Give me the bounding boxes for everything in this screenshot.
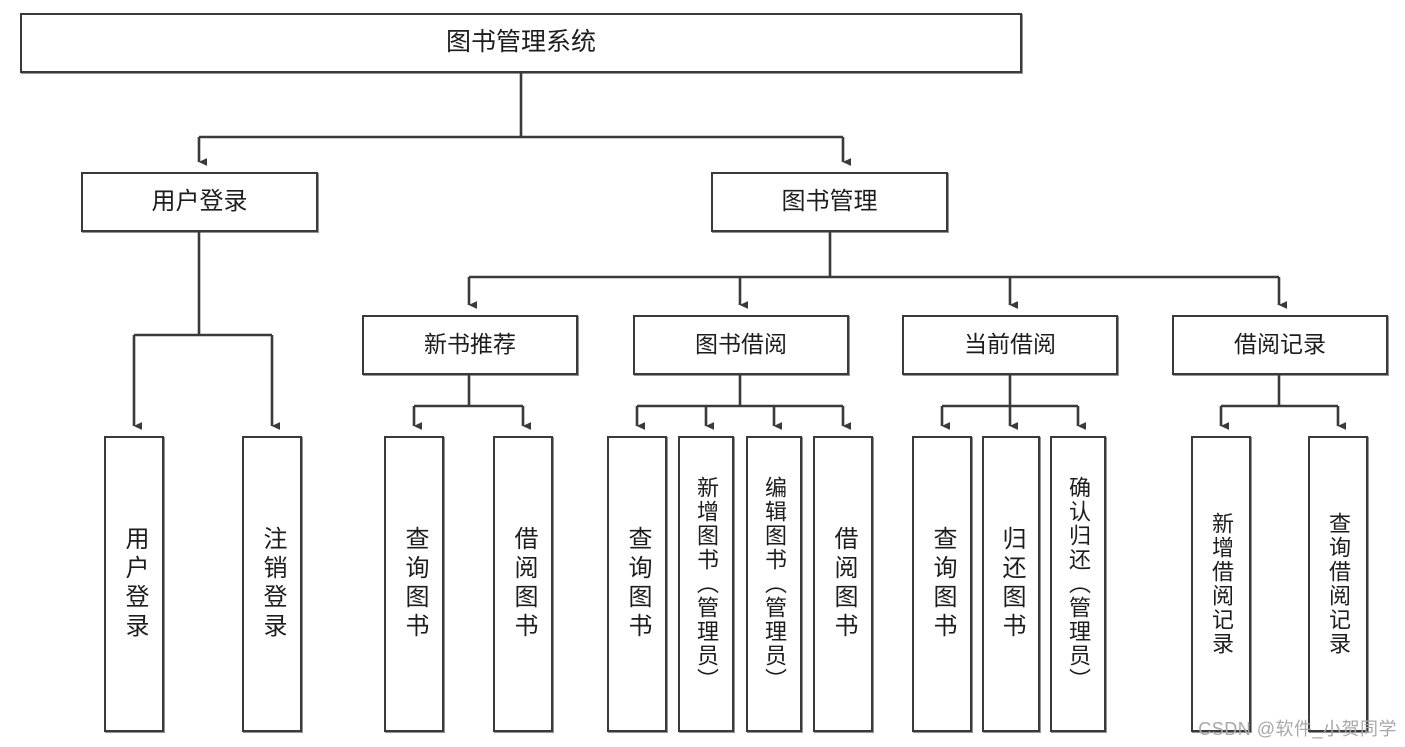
- edge-group-root: [197, 73, 852, 166]
- leaf-borrow-record-add-label: 新增借阅记录: [1209, 512, 1234, 656]
- leaf-current-borrow-query[interactable]: 查询图书: [912, 436, 972, 732]
- node-book-manage-label: 图书管理: [781, 187, 878, 215]
- leaf-new-book-borrow[interactable]: 借阅图书: [493, 436, 553, 732]
- leaf-book-borrow-add[interactable]: 新增图书（管理员）: [678, 436, 734, 732]
- node-book-manage[interactable]: 图书管理: [711, 172, 948, 232]
- node-current-borrow[interactable]: 当前借阅: [902, 315, 1118, 375]
- leaf-book-borrow-edit[interactable]: 编辑图书（管理员）: [746, 436, 802, 732]
- leaf-borrow-record-query[interactable]: 查询借阅记录: [1308, 436, 1368, 732]
- edge-group-current-borrow: [940, 375, 1087, 430]
- node-borrow-record[interactable]: 借阅记录: [1172, 315, 1388, 375]
- leaf-current-borrow-return-label: 归还图书: [998, 526, 1025, 642]
- node-borrow-record-label: 借阅记录: [1234, 331, 1326, 358]
- edge-group-borrow-record: [1219, 375, 1347, 430]
- leaf-user-login-signout-label: 注销登录: [259, 526, 286, 642]
- leaf-book-borrow-lend[interactable]: 借阅图书: [813, 436, 873, 732]
- leaf-borrow-record-add[interactable]: 新增借阅记录: [1191, 436, 1251, 732]
- node-user-login-label: 用户登录: [151, 187, 248, 215]
- leaf-new-book-borrow-label: 借阅图书: [510, 526, 537, 642]
- leaf-book-borrow-query[interactable]: 查询图书: [607, 436, 667, 732]
- leaf-new-book-query-label: 查询图书: [401, 526, 428, 642]
- node-root-system[interactable]: 图书管理系统: [20, 13, 1022, 73]
- edge-group-new-book: [412, 375, 532, 430]
- node-current-borrow-label: 当前借阅: [964, 331, 1056, 358]
- leaf-borrow-record-query-label: 查询借阅记录: [1326, 512, 1351, 656]
- node-new-book-recommend-label: 新书推荐: [424, 331, 516, 358]
- leaf-current-borrow-confirm-label: 确认归还（管理员）: [1066, 476, 1091, 692]
- node-book-borrow[interactable]: 图书借阅: [633, 315, 849, 375]
- leaf-book-borrow-lend-label: 借阅图书: [830, 526, 857, 642]
- leaf-current-borrow-confirm[interactable]: 确认归还（管理员）: [1050, 436, 1106, 732]
- leaf-book-borrow-query-label: 查询图书: [624, 526, 651, 642]
- leaf-new-book-query[interactable]: 查询图书: [384, 436, 444, 732]
- node-user-login[interactable]: 用户登录: [81, 172, 318, 232]
- leaf-current-borrow-query-label: 查询图书: [929, 526, 956, 642]
- leaf-user-login-signin-label: 用户登录: [121, 526, 148, 642]
- edge-group-user-login: [132, 232, 281, 430]
- edge-group-book-borrow: [635, 375, 852, 430]
- node-new-book-recommend[interactable]: 新书推荐: [362, 315, 578, 375]
- leaf-book-borrow-add-label: 新增图书（管理员）: [694, 476, 719, 692]
- node-book-borrow-label: 图书借阅: [695, 331, 787, 358]
- leaf-book-borrow-edit-label: 编辑图书（管理员）: [762, 476, 787, 692]
- leaf-current-borrow-return[interactable]: 归还图书: [982, 436, 1040, 732]
- leaf-user-login-signin[interactable]: 用户登录: [104, 436, 164, 732]
- edge-group-book-manage: [467, 232, 1288, 309]
- node-root-system-label: 图书管理系统: [445, 28, 596, 57]
- leaf-user-login-signout[interactable]: 注销登录: [242, 436, 302, 732]
